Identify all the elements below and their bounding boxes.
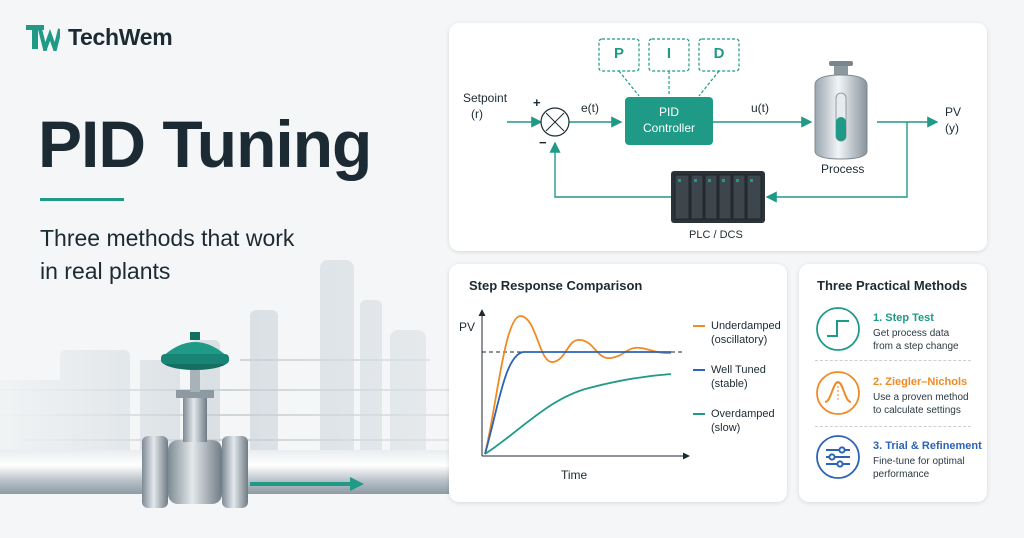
- method-2-line2: to calculate settings: [873, 405, 961, 416]
- techwem-logo-icon: [26, 24, 60, 51]
- plc-rack-icon: [671, 171, 765, 223]
- page-title: PID Tuning: [38, 107, 372, 181]
- sliders-icon: [816, 435, 860, 479]
- setpoint-symbol: (r): [471, 107, 483, 121]
- method-divider: [815, 426, 971, 427]
- p-term-label: P: [613, 45, 624, 62]
- plc-label: PLC / DCS: [689, 229, 743, 241]
- legend-name-well-tuned: Well Tuned: [711, 364, 766, 376]
- step-response-title: Step Response Comparison: [469, 278, 643, 293]
- control-loop-diagram: [507, 38, 939, 223]
- step-icon: [816, 307, 860, 351]
- legend-name-overdamped: Overdamped: [711, 408, 775, 420]
- step-response-card: Step Response Comparison PV Time Underda…: [449, 264, 787, 502]
- x-axis-label: Time: [561, 468, 588, 482]
- controller-label-line2: Controller: [642, 121, 696, 135]
- methods-card: Three Practical Methods 1. Step Test Get…: [799, 264, 987, 502]
- brand-name: TechWem: [68, 24, 173, 50]
- methods-title: Three Practical Methods: [817, 278, 968, 293]
- method-3-line1: Fine-tune for optimal: [873, 456, 965, 467]
- plus-sign: +: [533, 95, 541, 110]
- pid-controller-block: [625, 97, 713, 145]
- well-tuned-curve: [484, 351, 671, 455]
- page-subtitle: Three methods that work in real plants: [40, 225, 295, 284]
- brand-logo[interactable]: TechWem: [26, 24, 173, 51]
- legend-note-well-tuned: (stable): [711, 378, 748, 390]
- title-underline: [40, 198, 124, 201]
- legend-note-underdamped: (oscillatory): [711, 334, 768, 346]
- method-divider: [815, 360, 971, 361]
- i-term-label: I: [666, 45, 672, 62]
- method-1-line2: from a step change: [873, 341, 959, 352]
- method-1-line1: Get process data: [873, 328, 950, 339]
- method-3-title: 3. Trial & Refinement: [873, 440, 982, 452]
- method-2-line1: Use a proven method: [873, 392, 969, 403]
- step-response-chart: [478, 309, 705, 460]
- control-loop-card: P I D Setpoint (r) + − e(t) PID Controll…: [449, 23, 987, 251]
- process-tank-icon: [814, 61, 868, 160]
- method-3-line2: performance: [873, 469, 930, 480]
- bell-curve-icon: [816, 371, 860, 415]
- process-label: Process: [821, 162, 865, 176]
- minus-sign: −: [539, 135, 547, 150]
- overdamped-curve: [484, 373, 672, 455]
- error-signal-label: e(t): [581, 101, 599, 115]
- pv-symbol: (y): [945, 121, 959, 135]
- setpoint-label: Setpoint: [463, 91, 508, 105]
- y-axis-label: PV: [459, 320, 476, 334]
- underdamped-curve: [484, 315, 672, 455]
- method-2-title: 2. Ziegler–Nichols: [873, 376, 968, 388]
- legend-name-underdamped: Underdamped: [711, 320, 781, 332]
- d-term-label: D: [713, 45, 725, 62]
- method-1-title: 1. Step Test: [873, 312, 934, 324]
- plant-background-illustration: [0, 240, 450, 538]
- control-output-label: u(t): [751, 101, 769, 115]
- legend-note-overdamped: (slow): [711, 422, 741, 434]
- controller-label-line1: PID: [658, 105, 679, 119]
- pv-label: PV: [945, 105, 962, 119]
